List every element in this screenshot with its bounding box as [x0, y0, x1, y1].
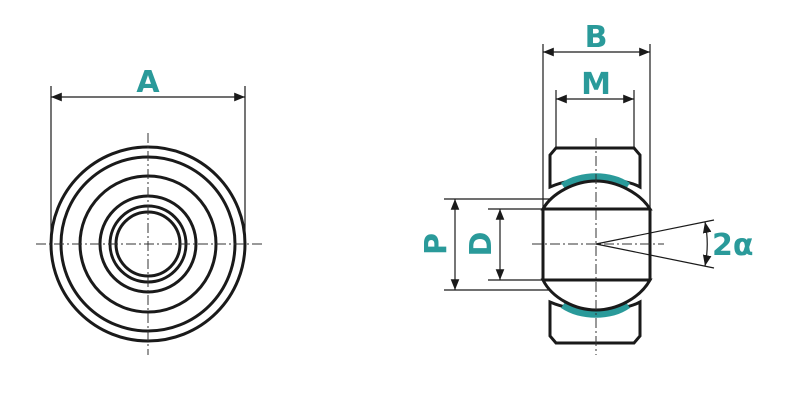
dim-a-label: A	[136, 65, 160, 100]
dim-b-label: B	[585, 20, 608, 55]
dim-m-label: M	[581, 67, 611, 102]
dim-d-label: D	[464, 232, 499, 257]
angle-arc	[702, 221, 712, 267]
section-view: B M P D 2α	[419, 20, 753, 355]
front-view: A	[36, 65, 262, 355]
angle-line-upper	[595, 219, 715, 245]
dim-p-label: P	[419, 233, 454, 255]
angle-line-lower	[595, 243, 715, 269]
dim-angle-label: 2α	[712, 228, 753, 263]
